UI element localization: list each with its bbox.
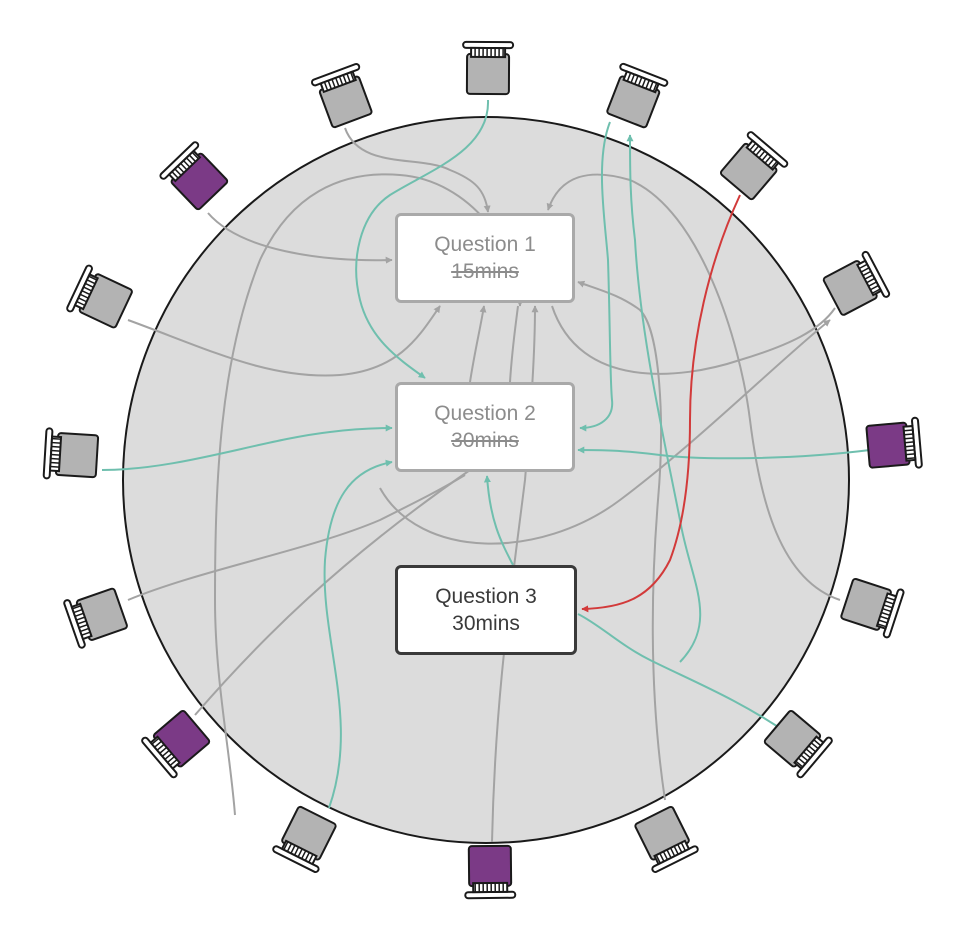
chair-purple-4 <box>158 140 233 215</box>
line-chair14-q1 <box>577 280 666 801</box>
arrow-chair12-q3 <box>577 613 791 736</box>
question-1-title: Question 1 <box>434 233 536 256</box>
arrow-chair8-q2 <box>323 459 393 809</box>
question-3-title: Question 3 <box>435 585 537 608</box>
chair-gray-8 <box>271 803 342 875</box>
question-2-duration: 30mins <box>451 429 519 452</box>
question-2-card[interactable]: Question 2 30mins <box>395 382 575 472</box>
arrow-chair4-q1 <box>207 212 393 264</box>
line-q2-q1-b <box>509 305 519 383</box>
chair-gray-11 <box>819 249 892 321</box>
line-chair11-q1 <box>546 173 841 601</box>
chair-purple-12 <box>864 416 924 473</box>
arrow-q3-q2 <box>483 475 514 566</box>
line-chair13-q1 <box>491 305 539 843</box>
question-3-card[interactable]: Question 3 30mins <box>395 565 577 655</box>
chair-gray-5 <box>65 263 136 333</box>
chair-gray-13 <box>838 573 906 640</box>
arrow-chair1-q2 <box>579 121 614 432</box>
question-2-title: Question 2 <box>434 402 536 425</box>
chair-gray-10 <box>715 129 790 204</box>
arrow-chair2-q1 <box>344 127 491 213</box>
arrow-chair14-q2 <box>194 469 471 716</box>
arrow-chair8-q2-right <box>577 446 871 460</box>
question-1-card[interactable]: Question 1 15mins <box>395 213 575 303</box>
chair-gray-1 <box>601 61 670 131</box>
line-q2-q1 <box>469 305 487 383</box>
arrow-chair10-q3 <box>581 194 741 613</box>
arrow-chair6-q2 <box>101 424 393 471</box>
chair-gray-15 <box>629 803 700 875</box>
chair-gray-7 <box>62 583 131 650</box>
chair-purple-9 <box>139 705 214 780</box>
line-chair10-q1 <box>551 305 836 375</box>
arrow-chair7-q2 <box>127 474 466 601</box>
question-3-duration: 30mins <box>452 612 520 635</box>
arrow-chair12-chair1 <box>626 134 702 663</box>
chair-gray-14 <box>760 705 835 780</box>
arrow-chair5-q1 <box>127 305 441 377</box>
chair-gray-2 <box>310 62 378 131</box>
line-q2-loop <box>379 319 831 545</box>
chair-gray-6 <box>42 427 100 483</box>
arrow-chair3-q2 <box>355 99 490 379</box>
chair-purple-16 <box>463 844 517 900</box>
line-chair9-q1 <box>213 173 524 816</box>
chair-gray-3 <box>461 40 515 96</box>
question-1-duration: 15mins <box>451 260 519 283</box>
